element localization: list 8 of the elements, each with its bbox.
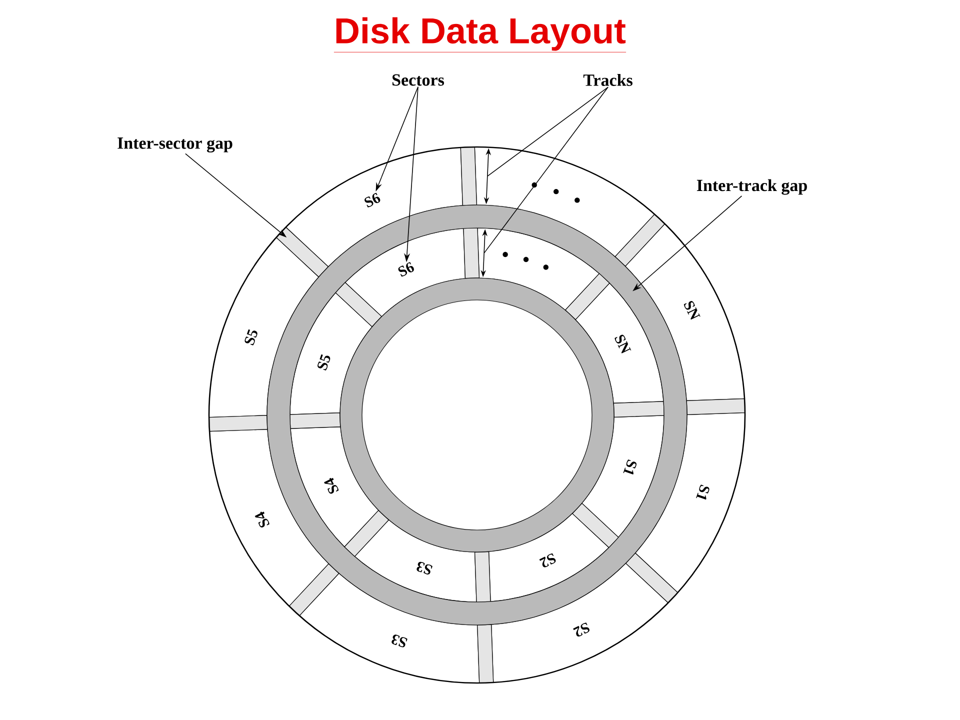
title: Disk Data Layout [334,17,626,52]
callout-label: Tracks [583,74,632,86]
callout-label: Inter-sector gap [118,138,232,152]
callout-label: Sectors [392,74,444,86]
callout-label: Inter-track gap [696,179,807,195]
sector [474,146,655,258]
leader-line [484,86,608,254]
leader-line [487,86,608,176]
